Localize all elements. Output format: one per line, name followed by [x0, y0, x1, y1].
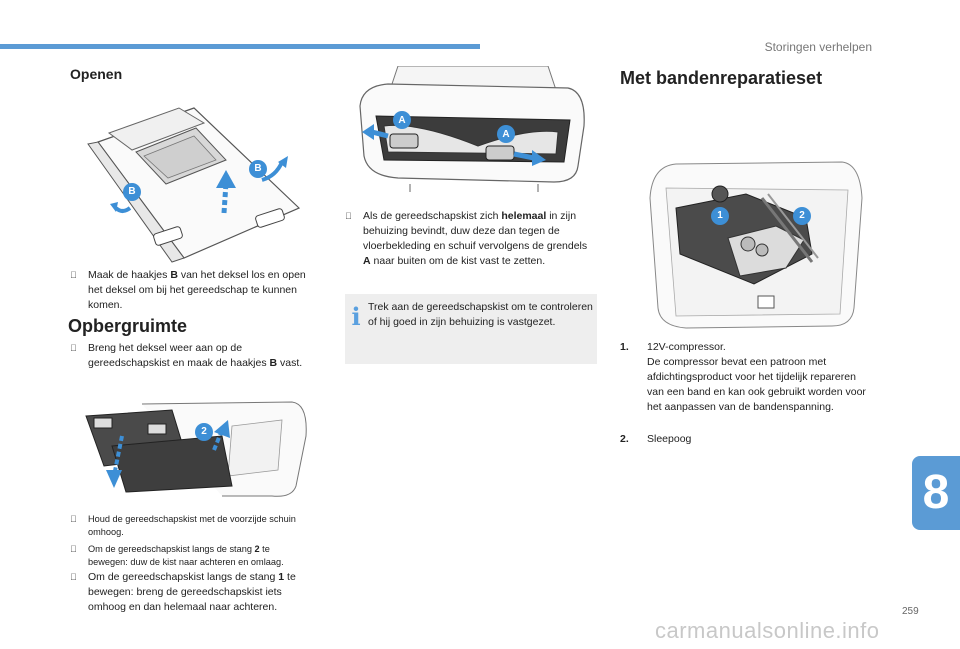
header-accent-bar	[0, 44, 480, 49]
page-number: 259	[902, 606, 919, 617]
bullet-mark: 	[70, 341, 77, 356]
list-item-title: 12V-compressor.	[647, 341, 726, 353]
heading-opbergruimte: Opbergruimte	[68, 316, 188, 336]
heading-bandenreparatieset: Met bandenreparatieset	[620, 68, 823, 88]
bullet-tilt-box:  Houd de gereedschapskist met de voorzi…	[70, 513, 310, 539]
info-text: Trek aan de gereedschapskist om te contr…	[368, 301, 593, 328]
callout-b-2: B	[254, 163, 262, 174]
figure-toolbox-latches	[359, 66, 585, 192]
list-number: 2.	[620, 433, 629, 445]
callout-1: 1	[717, 210, 723, 221]
figure-repair-kit	[649, 161, 863, 329]
callout-b-1: B	[128, 186, 136, 197]
bullet-push-latches:  Als de gereedschapskist zich helemaal …	[345, 209, 595, 269]
heading-openen: Openen	[70, 66, 123, 82]
info-box: i Trek aan de gereedschapskist om te con…	[345, 294, 597, 364]
figure-toolbox-lid	[87, 107, 301, 263]
section-title: Storingen verhelpen	[764, 40, 872, 54]
list-number: 1.	[620, 341, 629, 353]
bullet-mark: 	[70, 513, 77, 526]
bullet-mark: 	[345, 209, 352, 224]
callout-2: 2	[201, 426, 207, 437]
list-item-towing-eye: Sleepoog	[647, 433, 692, 445]
bullet-rod-1:  Om de gereedschapskist langs de stang …	[70, 570, 318, 615]
callout-a-2: A	[502, 129, 510, 140]
bullet-mark: 	[70, 570, 77, 585]
callout-2-kit: 2	[799, 210, 805, 221]
bullet-rod-2:  Om de gereedschapskist langs de stang …	[70, 543, 310, 569]
watermark: carmanualsonline.info	[655, 618, 880, 643]
bullet-unhook:  Maak de haakjes B van het deksel los e…	[70, 268, 318, 313]
list-item-desc: De compressor bevat een patroon met afdi…	[647, 356, 866, 413]
list-item-compressor: 12V-compressor. De compressor bevat een …	[647, 340, 867, 415]
info-icon: i	[351, 302, 361, 331]
bullet-mark: 	[70, 268, 77, 283]
figure-toolbox-storage	[85, 401, 307, 497]
bullet-mark: 	[70, 543, 77, 556]
callout-a-1: A	[398, 115, 406, 126]
chapter-tab: 8	[912, 456, 960, 530]
bullet-refit-lid:  Breng het deksel weer aan op de gereed…	[70, 341, 318, 371]
